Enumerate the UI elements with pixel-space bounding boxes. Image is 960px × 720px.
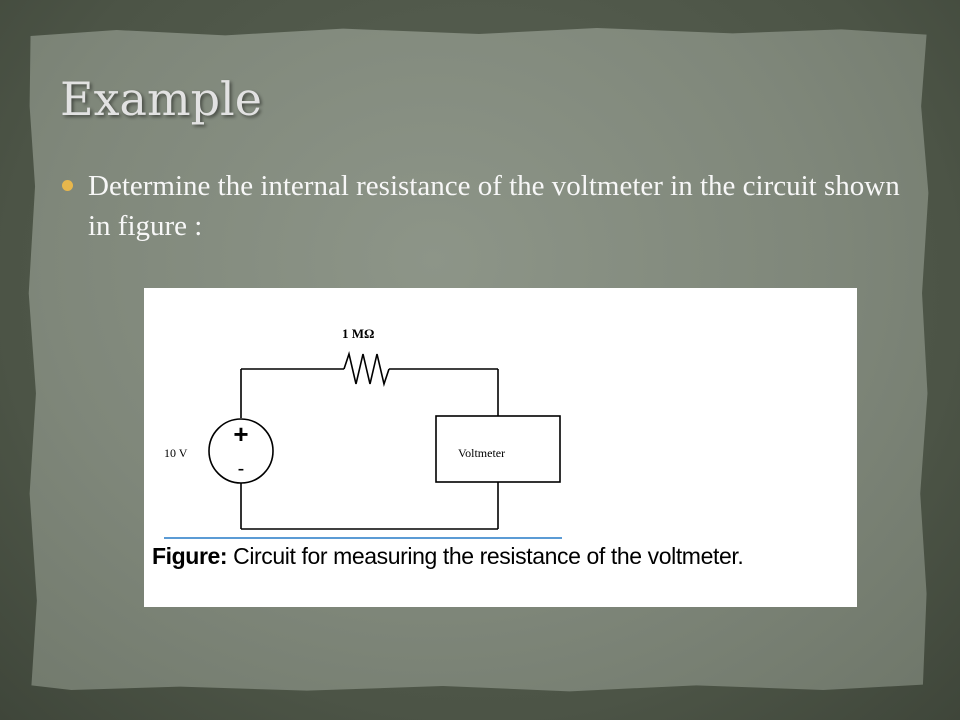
caption-prefix: Figure: [152,543,228,569]
caption-body: Circuit for measuring the resistance of … [227,543,744,569]
source-plus-sign: + [233,419,248,449]
circuit-figure: + - 1 MΩ 10 V Voltmeter Figure: Circuit … [144,288,857,607]
resistor-label: 1 MΩ [342,326,375,341]
circuit-diagram: + - [164,351,562,539]
bullet-dot-icon [62,180,73,191]
resistor-symbol [343,351,390,387]
figure-caption: Figure: Circuit for measuring the resist… [152,543,744,570]
bullet-text: Determine the internal resistance of the… [88,170,900,242]
voltmeter-label: Voltmeter [458,446,506,460]
source-voltage-label: 10 V [164,446,188,460]
bullet-item: Determine the internal resistance of the… [62,166,902,246]
slide-title: Example [60,72,262,126]
source-minus-sign: - [238,458,245,480]
